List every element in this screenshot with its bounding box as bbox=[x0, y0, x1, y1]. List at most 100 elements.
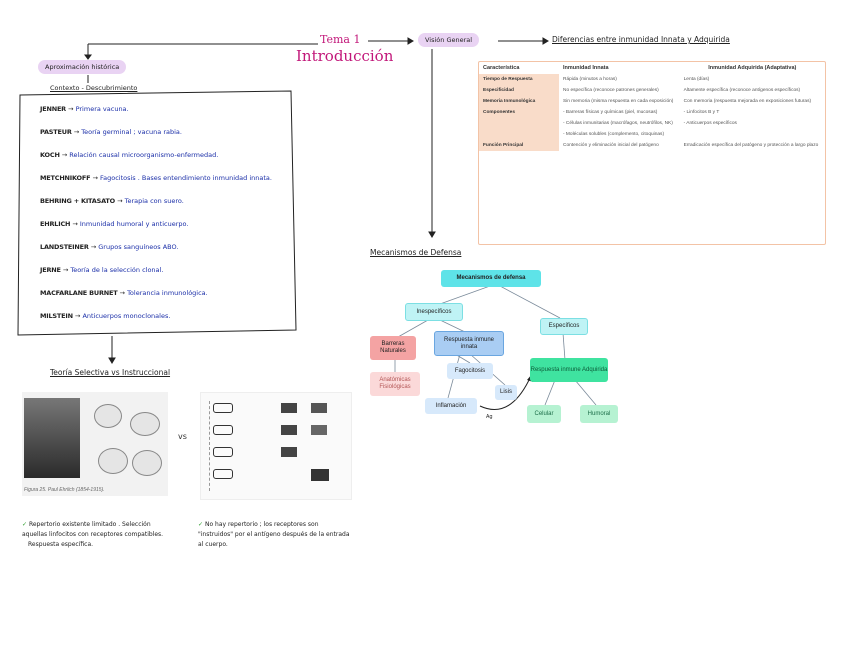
cell-illustration bbox=[90, 398, 164, 482]
cell-adquirida bbox=[680, 129, 825, 140]
scientist-name: LANDSTEINER bbox=[40, 243, 89, 251]
cell-innata: - Células inmunitarias (macrófagos, neut… bbox=[563, 121, 673, 126]
scientist-desc: Fagocitosis . Bases entendimiento inmuni… bbox=[99, 174, 272, 182]
node-adquirida: Respuesta inmune Adquirida bbox=[530, 358, 608, 382]
node-especificos: Específicos bbox=[540, 318, 588, 335]
arrow-right-icon: → bbox=[117, 289, 128, 297]
cell-caracteristica: Componentes bbox=[479, 107, 559, 118]
left-note-line2: aquellas linfocitos con receptores compa… bbox=[22, 531, 164, 538]
scientist-name: MILSTEIN bbox=[40, 312, 73, 320]
ehrlich-portrait bbox=[24, 398, 80, 478]
ag-label: Ag bbox=[486, 414, 493, 420]
scientist-name: PASTEUR bbox=[40, 128, 72, 136]
node-celular: Celular bbox=[527, 405, 561, 423]
cell-innata: Rápida (minutos a horas) bbox=[563, 77, 617, 82]
cell-adquirida: Erradicación específica del patógeno y p… bbox=[683, 143, 819, 148]
node-root: Mecanismos de defensa bbox=[441, 270, 541, 287]
arrow-right-icon: → bbox=[71, 128, 82, 136]
node-barreras: Barreras Naturales bbox=[370, 336, 416, 360]
contexto-label: Contexto - Descubrimiento bbox=[50, 84, 138, 92]
scientist-name: KOCH bbox=[40, 151, 60, 159]
arrow-right-icon: → bbox=[59, 151, 70, 159]
table-row: Tiempo de Respuesta Rápida (minutos a hor… bbox=[479, 74, 825, 85]
table-row: Memoria Inmunológica Sin memoria (misma r… bbox=[479, 96, 825, 107]
scientist-name: JERNE bbox=[40, 266, 61, 274]
scientist-desc: Relación causal microorganismo-enfermeda… bbox=[69, 151, 219, 159]
cell-caracteristica: Memoria Inmunológica bbox=[479, 96, 559, 107]
table-row: Especificidad No específica (reconoce pat… bbox=[479, 85, 825, 96]
arrow-right-icon: → bbox=[65, 105, 76, 113]
scientist-row: LANDSTEINER → Grupos sanguíneos ABO. bbox=[40, 243, 178, 251]
right-note: ✓ No hay repertorio ; los receptores son… bbox=[198, 520, 350, 550]
ehrlich-figure: Figura 25. Paul Ehrlich (1854-1915). bbox=[22, 392, 168, 496]
table-row: Componentes - Barreras físicas y químicas… bbox=[479, 107, 825, 118]
cell-innata: - Barreras físicas y químicas (piel, muc… bbox=[563, 110, 658, 115]
node-inflamacion: Inflamación bbox=[425, 398, 477, 414]
comparison-table-container: Característica Inmunidad Innata Inmunida… bbox=[478, 61, 826, 245]
cell-caracteristica: Tiempo de Respuesta bbox=[479, 74, 559, 85]
cell-innata: Contención y eliminación inicial del pat… bbox=[563, 143, 659, 148]
scientist-row: MACFARLANE BURNET → Tolerancia inmunológ… bbox=[40, 289, 208, 297]
scientist-name: EHRLICH bbox=[40, 220, 71, 228]
cell-caracteristica: Especificidad bbox=[479, 85, 559, 96]
scientist-desc: Grupos sanguíneos ABO. bbox=[98, 243, 179, 251]
scientist-list: JENNER → Primera vacuna. PASTEUR → Teoría… bbox=[40, 105, 285, 330]
col-adquirida: Inmunidad Adquirida (Adaptativa) bbox=[708, 65, 797, 71]
table-row: - Moléculas solubles (complemento, citoq… bbox=[479, 129, 825, 140]
cell-adquirida: Altamente específica (reconoce antígenos… bbox=[683, 88, 801, 93]
check-icon: ✓ bbox=[198, 521, 204, 528]
scientist-desc: Terapia con suero. bbox=[124, 197, 184, 205]
scientist-desc: Anticuerpos monoclonales. bbox=[82, 312, 171, 320]
scientist-desc: Primera vacuna. bbox=[75, 105, 129, 113]
node-anatomicas: Anatómicas Fisiológicas bbox=[370, 372, 420, 396]
scientist-desc: Teoría germinal ; vacuna rabia. bbox=[81, 128, 182, 136]
cell-innata: - Moléculas solubles (complemento, citoq… bbox=[563, 132, 665, 137]
left-note: ✓ Repertorio existente limitado . Selecc… bbox=[22, 520, 163, 550]
right-note-line1: No hay repertorio ; los receptores son bbox=[204, 521, 319, 528]
right-note-line2: "instruidos" por el antígeno después de … bbox=[198, 531, 350, 538]
col-caracteristica: Característica bbox=[483, 65, 520, 71]
scientist-name: JENNER bbox=[40, 105, 66, 113]
node-inespecificos: Inespecíficos bbox=[405, 303, 463, 321]
scientist-desc: Inmunidad humoral y anticuerpo. bbox=[79, 220, 189, 228]
aproximacion-pill: Aproximación histórica bbox=[38, 60, 127, 74]
instruccional-figure bbox=[200, 392, 352, 500]
scientist-row: MILSTEIN → Anticuerpos monoclonales. bbox=[40, 312, 170, 320]
page-title: Introducción bbox=[296, 47, 394, 65]
tema-label: Tema 1 bbox=[320, 33, 361, 46]
teoria-heading: Teoría Selectiva vs Instruccional bbox=[50, 368, 171, 377]
cell-caracteristica: Función Principal bbox=[479, 140, 559, 151]
arrow-right-icon: → bbox=[88, 243, 99, 251]
cell-innata: Sin memoria (misma respuesta en cada exp… bbox=[563, 99, 674, 104]
table-row: Función Principal Contención y eliminació… bbox=[479, 140, 825, 151]
cell-caracteristica bbox=[479, 129, 559, 140]
arrow-right-icon: → bbox=[70, 220, 80, 228]
diferencias-heading: Diferencias entre inmunidad Innata y Adq… bbox=[552, 35, 730, 44]
scientist-desc: Teoría de la selección clonal. bbox=[70, 266, 164, 274]
scientist-name: METCHNIKOFF bbox=[40, 174, 91, 182]
node-respuesta-innata: Respuesta inmune innata bbox=[434, 331, 504, 356]
node-humoral: Humoral bbox=[580, 405, 618, 423]
scientist-name: BEHRING + KITASATO bbox=[40, 197, 115, 205]
scientist-row: EHRLICH → Inmunidad humoral y anticuerpo… bbox=[40, 220, 188, 228]
right-note-line3: al cuerpo. bbox=[198, 541, 228, 548]
scientist-row: KOCH → Relación causal microorganismo-en… bbox=[40, 151, 218, 159]
mecanismos-heading: Mecanismos de Defensa bbox=[370, 248, 462, 257]
scientist-desc: Tolerancia inmunológica. bbox=[127, 289, 208, 297]
scientist-row: JENNER → Primera vacuna. bbox=[40, 105, 129, 113]
scientist-row: JERNE → Teoría de la selección clonal. bbox=[40, 266, 163, 274]
arrow-right-icon: → bbox=[115, 197, 125, 205]
cell-adquirida: Lenta (días) bbox=[683, 77, 710, 82]
check-icon: ✓ bbox=[22, 521, 28, 528]
left-note-line3: Respuesta específica. bbox=[28, 541, 94, 548]
cell-innata: No específica (reconoce patrones general… bbox=[563, 88, 659, 93]
vision-general-pill: Visión General bbox=[418, 33, 480, 47]
arrow-right-icon: → bbox=[60, 266, 71, 274]
cell-adquirida: - Anticuerpos específicos bbox=[683, 121, 737, 126]
node-fagocitosis: Fagocitosis bbox=[447, 363, 493, 379]
cell-adquirida: - Linfocitos B y T bbox=[683, 110, 720, 115]
scientist-row: BEHRING + KITASATO → Terapia con suero. bbox=[40, 197, 184, 205]
scientist-row: METCHNIKOFF → Fagocitosis . Bases entend… bbox=[40, 174, 272, 182]
left-note-line1: Repertorio existente limitado . Selecció… bbox=[28, 521, 151, 528]
cell-caracteristica bbox=[479, 118, 559, 129]
